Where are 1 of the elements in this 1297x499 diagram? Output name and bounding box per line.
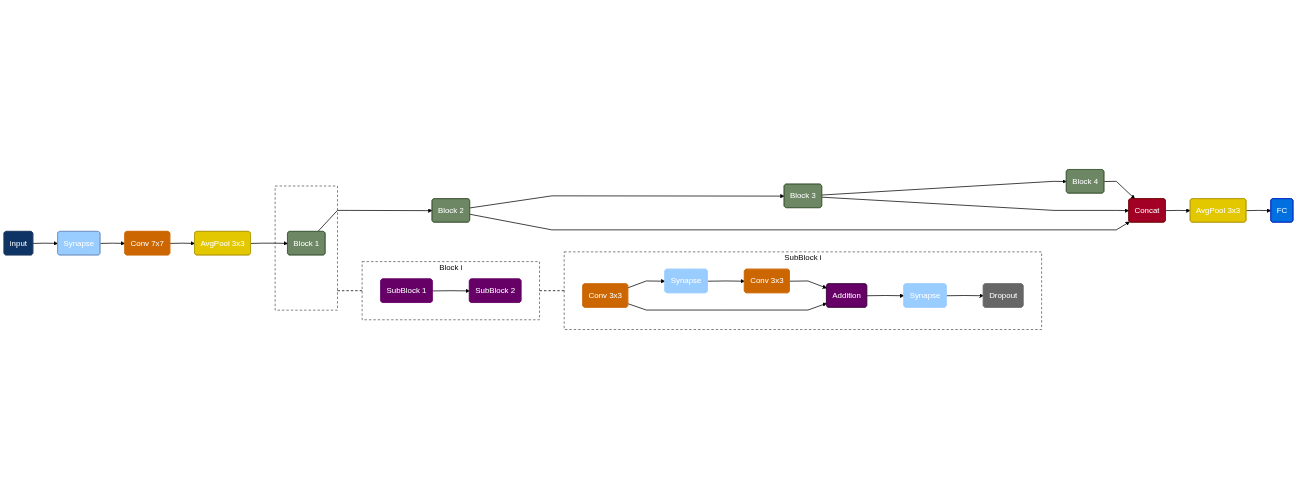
cluster — [274, 185, 338, 311]
